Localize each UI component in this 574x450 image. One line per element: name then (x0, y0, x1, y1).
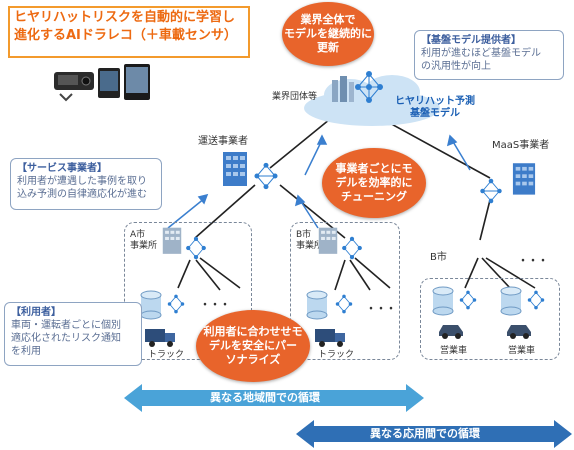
callout-user-heading: 【利用者】 (11, 307, 61, 318)
callout-service-heading: 【サービス事業者】 (17, 163, 107, 174)
car2-data-cylinder (500, 286, 522, 316)
bubble-industry-update: 業界全体で モデルを継続的に 更新 (282, 2, 374, 66)
car-label-2: 営業車 (508, 346, 536, 356)
office-b-building-icon (318, 227, 338, 254)
truck-icon (145, 329, 175, 347)
office-b-data-cylinder (306, 290, 328, 320)
callout-user: 【利用者】 車両・運転者ごとに個別 適応化されたリスク通知 を利用 (4, 302, 142, 366)
dots-office-a: ・・・ (200, 300, 230, 311)
car2-node-icon (527, 290, 545, 310)
office-b-label: B市 事業所 (296, 230, 324, 251)
transport-label: 運送事業者 (198, 136, 248, 147)
callout-user-body: 車両・運転者ごとに個別 適応化されたリスク通知 を利用 (11, 320, 121, 357)
callout-service-body: 利用者が遭遇した事例を取り 込み予測の自律適応化が進む (17, 176, 147, 200)
region-cycle-arrow (124, 384, 424, 412)
truck-label-b: トラック (318, 350, 355, 360)
callout-platform-heading: 【基盤モデル提供者】 (421, 35, 521, 46)
office-b-vehicle-node-icon (335, 294, 353, 314)
maas-node-icon (480, 178, 502, 204)
dots-office-b: ・・・ (366, 304, 396, 315)
office-a-data-cylinder (140, 290, 162, 320)
drive-recorder-image (54, 64, 150, 102)
callout-service-provider: 【サービス事業者】 利用者が遭遇した事例を取り 込み予測の自律適応化が進む (10, 158, 162, 210)
region-cycle-label: 異なる地域間での循環 (210, 391, 320, 404)
dots-maas: ・・・ (518, 256, 548, 267)
application-cycle-label: 異なる応用間での循環 (370, 427, 480, 440)
car1-data-cylinder (432, 286, 454, 316)
maas-building-icon (512, 163, 536, 195)
bubble-operator-tuning: 事業者ごとにモ デルを効率的に チューニング (322, 148, 426, 218)
callout-platform-body: 利用が進むほど基盤モデル の汎用性が向上 (421, 48, 541, 72)
office-a-vehicle-node-icon (167, 294, 185, 314)
bubble-personalize: 利用者に合わせせモ デルを安全にパー ソナライズ (196, 310, 310, 382)
car1-node-icon (459, 290, 477, 310)
title-box (8, 6, 250, 58)
truck-icon (315, 329, 345, 347)
office-a-node-icon (186, 236, 206, 260)
industry-group-label: 業界団体等 (272, 92, 318, 102)
maas-label: MaaS事業者 (492, 140, 550, 151)
office-b-box (290, 222, 400, 360)
application-cycle-arrow (296, 420, 572, 448)
callout-platform-provider: 【基盤モデル提供者】 利用が進むほど基盤モデル の汎用性が向上 (414, 30, 564, 80)
office-a-label: A市 事業所 (130, 230, 158, 251)
car-label-1: 営業車 (440, 346, 468, 356)
transport-building-icon (223, 152, 247, 186)
transport-node-icon (254, 162, 278, 190)
city-b-box (420, 278, 560, 360)
diagram-title: ヒヤリハットリスクを自動的に学習し 進化するAIドラレコ（＋車載センサ） (14, 10, 237, 43)
office-b-node-icon (342, 236, 362, 260)
truck-label-a: トラック (148, 350, 185, 360)
base-model-node-icon (355, 71, 383, 103)
city-b-label: B市 (430, 252, 447, 263)
car-icon (439, 325, 463, 339)
office-a-box (124, 222, 252, 360)
base-model-label: ヒヤリハット予測 基盤モデル (395, 96, 475, 119)
office-a-building-icon (162, 227, 182, 254)
car-icon (507, 325, 531, 339)
